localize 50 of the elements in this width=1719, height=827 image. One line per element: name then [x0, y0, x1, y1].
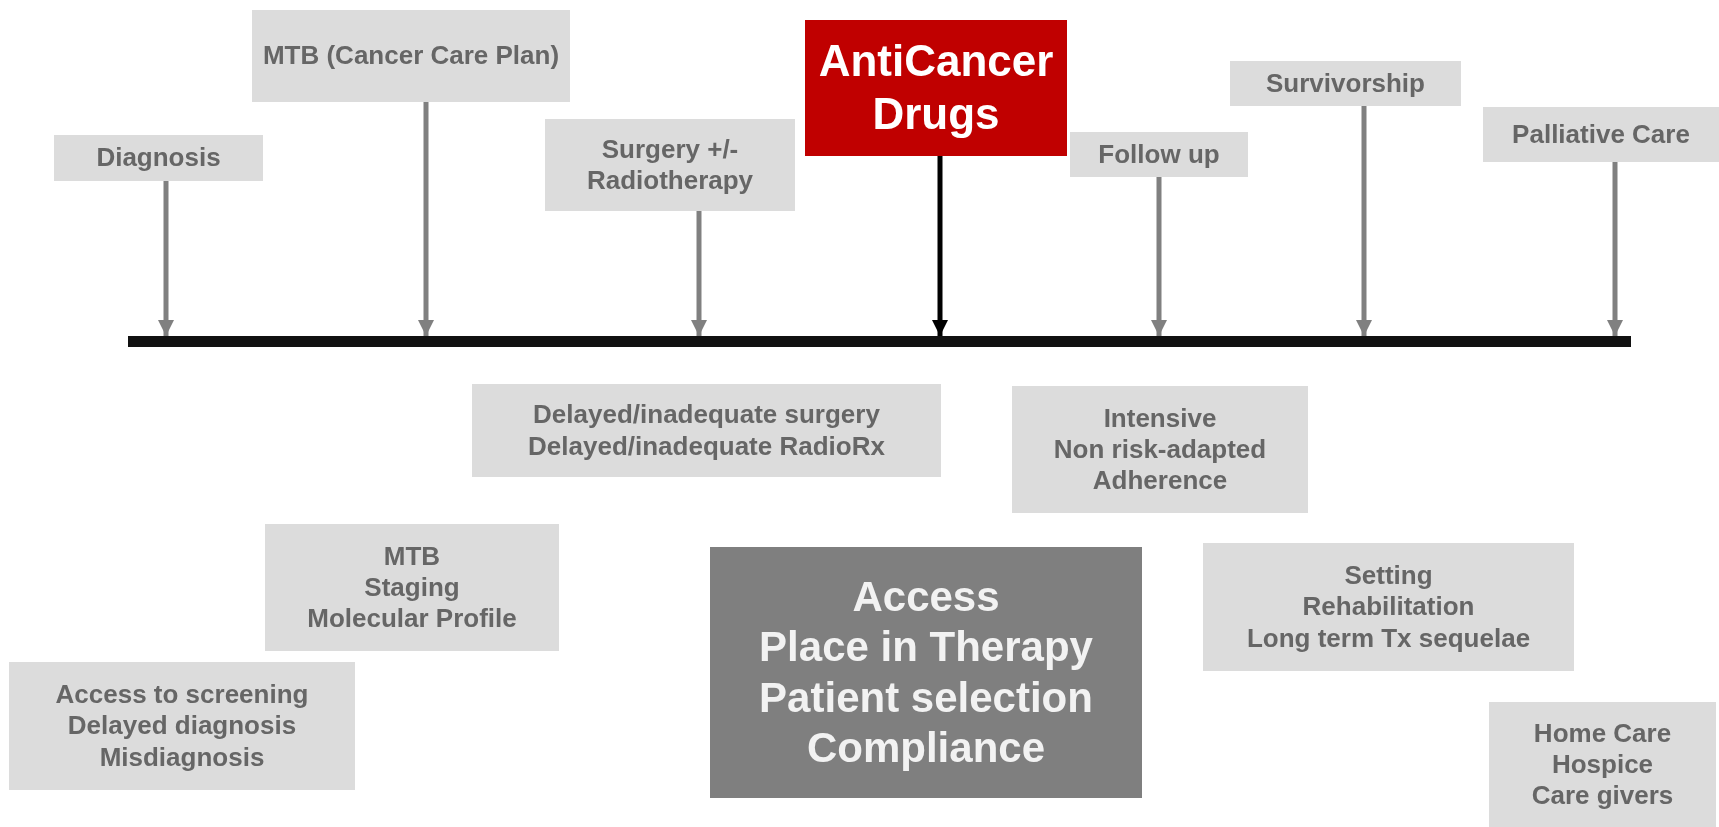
arrow: [158, 181, 174, 336]
stage-box: [472, 384, 941, 477]
stage-text: Molecular Profile: [307, 603, 517, 635]
arrow: [691, 211, 707, 336]
stage-box: [1483, 107, 1719, 162]
stage-text: Intensive: [1103, 402, 1217, 434]
arrow: [1607, 162, 1623, 336]
stage-text: Surgery +/- Radiotherapy: [585, 133, 755, 197]
arrow: [1356, 106, 1372, 336]
stage-text: MTB: [383, 540, 441, 572]
stage-text: Non risk-adapted: [1053, 433, 1267, 466]
stage-box: [252, 10, 570, 102]
issue-text: Patient selection: [759, 672, 1093, 723]
stage-box: [1489, 702, 1716, 827]
highlight-box: [805, 20, 1067, 156]
stage-text: Delayed diagnosis: [67, 710, 297, 742]
issue-box: [710, 547, 1142, 798]
stage-text: Setting: [1344, 560, 1433, 592]
issue-text: Compliance: [806, 722, 1046, 773]
arrow: [1151, 177, 1167, 336]
stage-text: Follow up: [1098, 138, 1220, 171]
stage-box: [1070, 132, 1248, 177]
stage-text: Palliative Care: [1512, 118, 1690, 151]
highlight-text: AntiCancer Drugs: [817, 35, 1055, 140]
stage-box: [545, 119, 795, 211]
stage-text: Care givers: [1531, 780, 1674, 812]
arrow: [932, 156, 948, 336]
stage-text: Access to screening: [55, 679, 309, 711]
timeline-bar: [128, 336, 1631, 347]
issue-text: Place in Therapy: [759, 622, 1093, 673]
stage-box: [54, 135, 263, 181]
stage-text: Staging: [364, 571, 460, 604]
stage-box: [1203, 543, 1574, 671]
issue-text: Access: [852, 571, 1000, 622]
stage-text: Home Care: [1533, 717, 1672, 749]
stage-text: Diagnosis: [96, 142, 221, 174]
stage-text: MTB (Cancer Care Plan): [262, 40, 560, 72]
stage-text: Delayed/inadequate surgery: [533, 399, 880, 431]
stage-text: Long term Tx sequelae: [1246, 622, 1531, 654]
stage-text: Adherence: [1092, 465, 1228, 497]
arrow: [418, 102, 434, 336]
stage-text: Rehabilitation: [1302, 591, 1475, 623]
stage-box: [1230, 61, 1461, 106]
stage-text: Misdiagnosis: [99, 741, 265, 773]
stage-box: [1012, 386, 1308, 513]
stage-box: [265, 524, 559, 651]
stage-text: Survivorship: [1266, 67, 1425, 100]
stage-text: Hospice: [1551, 748, 1654, 781]
stage-text: Delayed/inadequate RadioRx: [528, 430, 885, 462]
stage-box: [9, 662, 355, 790]
